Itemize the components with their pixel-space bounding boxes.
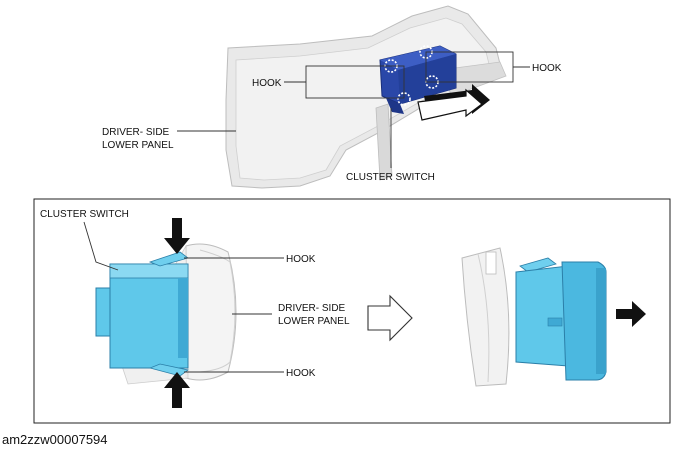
image-code: am2zzw00007594 [2,432,108,447]
cluster-switch-removed [515,257,607,381]
label-panel-detail-line2: LOWER PANEL [278,316,350,327]
top-illustration: HOOK HOOK DRIVER- SIDE LOWER PANEL CLUST… [102,5,562,189]
push-arrow-bottom [164,372,190,408]
label-panel-line2: LOWER PANEL [102,140,174,151]
label-panel-line1: DRIVER- SIDE [102,127,170,138]
detail-installed: CLUSTER SWITCH HOOK HOOK DRIVER- SIDE LO… [40,209,350,408]
label-cluster-detail: CLUSTER SWITCH [40,209,129,220]
label-hook-bottom: HOOK [286,368,316,379]
cluster-switch-detail [95,251,189,377]
lower-panel-edge-detail [185,243,237,381]
transition-arrow [367,294,413,342]
label-hook-top: HOOK [286,254,316,265]
label-hook-right: HOOK [532,63,562,74]
label-cluster-top: CLUSTER SWITCH [346,172,435,183]
detail-removed [461,247,646,387]
label-hook-left: HOOK [252,78,282,89]
lower-panel-removed [461,247,510,387]
label-panel-detail-line1: DRIVER- SIDE [278,303,346,314]
pull-arrow-top [417,84,490,121]
cluster-leader-detail [83,221,119,271]
hook-marker-4 [397,92,411,106]
push-arrow-top [164,218,190,254]
pull-arrow-removed [616,301,646,327]
